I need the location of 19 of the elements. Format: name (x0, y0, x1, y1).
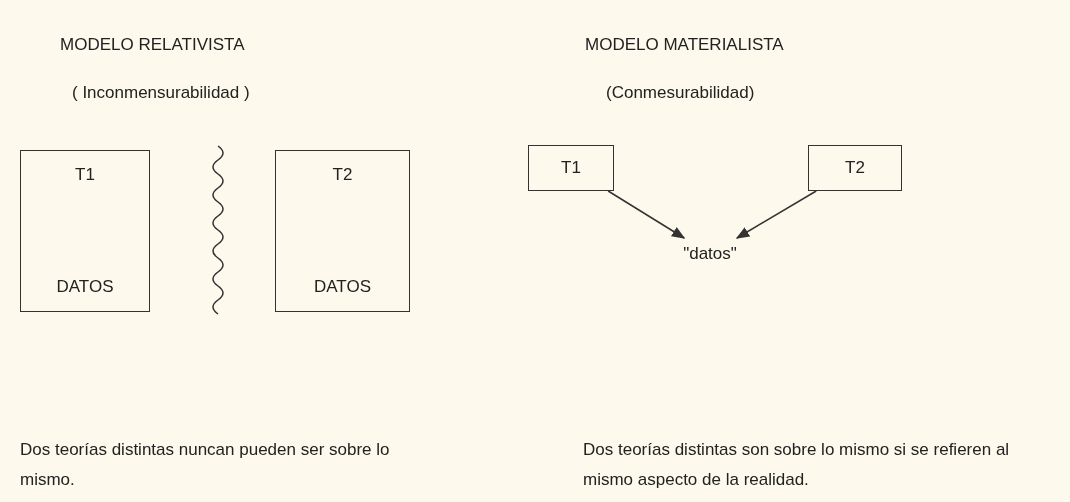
explanation-text: Dos teorías distintas nuncan pueden ser sobre lo mismo. (20, 439, 391, 491)
arrow (735, 190, 817, 239)
theory-box (20, 150, 150, 312)
model-subtitle: ( Inconmensurabilidad ) (72, 82, 251, 104)
theory-label: T2 (332, 165, 353, 185)
theory-box (275, 150, 410, 312)
theory-box (808, 145, 902, 191)
theory-label: T2 (845, 158, 865, 178)
theory-box (528, 145, 614, 191)
data-label: DATOS (314, 277, 371, 297)
model-heading: MODELO RELATIVISTA (60, 34, 246, 56)
data-label: DATOS (56, 277, 114, 297)
model-subtitle: (Conmesurabilidad) (606, 82, 756, 104)
data-label: "datos" (683, 244, 737, 264)
theory-label: T1 (561, 158, 581, 178)
theory-label: T1 (75, 165, 95, 185)
model-heading: MODELO MATERIALISTA (585, 34, 785, 56)
explanation-text: Dos teorías distintas son sobre lo mismo si se refieren al mismo aspecto de la realidad. (583, 439, 1011, 491)
arrow (607, 190, 686, 239)
